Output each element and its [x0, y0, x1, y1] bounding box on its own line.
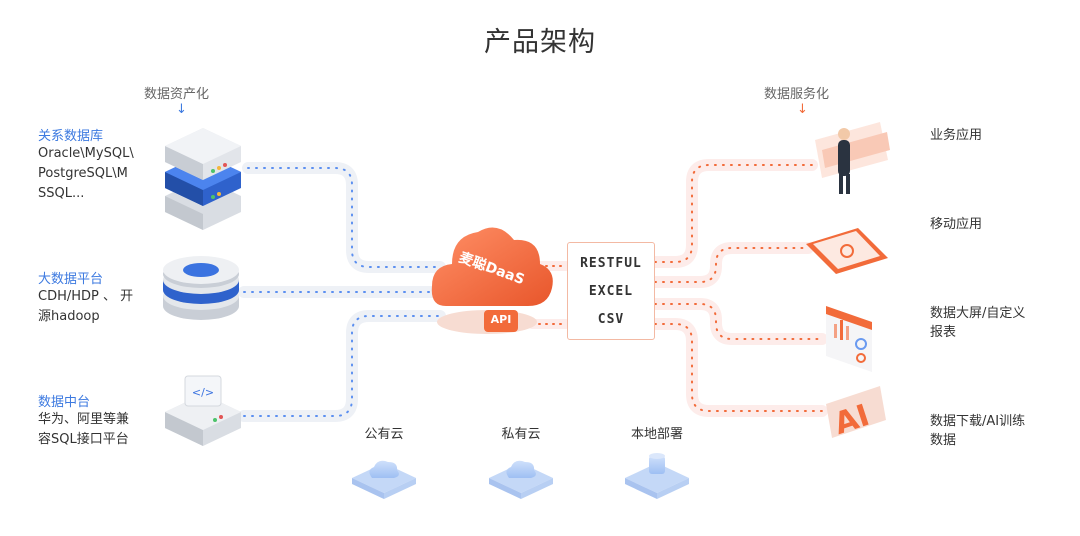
source-line: SSQL...	[38, 186, 85, 201]
source-line: Oracle\MySQL\	[38, 146, 134, 161]
big-data-disk-icon	[163, 256, 239, 320]
dashboard-report-icon	[826, 306, 872, 372]
business-app-icon	[815, 122, 890, 194]
source-line: 容SQL接口平台	[38, 432, 129, 447]
app-ai-download: 数据下载/AI训练 数据	[930, 412, 1025, 450]
app-mobile: 移动应用	[930, 215, 982, 234]
database-server-icon	[165, 128, 241, 230]
page-title: 产品架构	[484, 27, 596, 58]
left-connectors	[238, 162, 446, 422]
api-badge: API	[490, 313, 512, 326]
center-cloud-icon	[431, 227, 553, 334]
source-title: 关系数据库	[38, 129, 104, 144]
on-premise-icon	[625, 453, 689, 499]
source-line: 源hadoop	[38, 309, 100, 324]
deploy-on-premise: 本地部署	[630, 427, 683, 442]
mobile-app-icon	[806, 228, 888, 274]
app-label: 数据下载/AI训练	[930, 414, 1026, 429]
svg-text:</>: </>	[192, 386, 214, 399]
app-label: 业务应用	[930, 128, 983, 143]
data-platform-icon: </>	[165, 375, 241, 446]
left-header: 数据资产化	[144, 87, 210, 102]
deploy-public-cloud: 公有云	[364, 427, 404, 442]
output-format-box: RESTFUL EXCEL CSV	[567, 242, 655, 340]
app-dashboard: 数据大屏/自定义 报表	[930, 304, 1025, 342]
right-header: 数据服务化	[764, 87, 830, 102]
app-label: 数据	[930, 433, 957, 448]
source-data-platform: 数据中台 华为、阿里等兼 容SQL接口平台	[38, 391, 129, 450]
deploy-private-cloud: 私有云	[501, 427, 541, 442]
private-cloud-icon	[489, 460, 553, 499]
app-label: 移动应用	[930, 217, 983, 232]
ai-download-icon: AI	[826, 386, 886, 442]
app-label: 报表	[930, 325, 957, 340]
source-line: 华为、阿里等兼	[38, 412, 130, 427]
format-restful: RESTFUL	[580, 256, 642, 271]
source-big-data: 大数据平台 CDH/HDP 、 开 源hadoop	[38, 268, 133, 327]
source-line: PostgreSQL\M	[38, 166, 128, 181]
app-label: 数据大屏/自定义	[930, 306, 1026, 321]
right-connectors	[649, 159, 828, 417]
source-relational-db: 关系数据库 Oracle\MySQL\ PostgreSQL\M SSQL...	[38, 125, 134, 204]
source-line: CDH/HDP 、 开	[38, 289, 134, 304]
app-business: 业务应用	[930, 126, 982, 145]
source-title: 大数据平台	[38, 272, 104, 287]
public-cloud-icon	[352, 460, 416, 499]
format-csv: CSV	[597, 312, 625, 327]
format-excel: EXCEL	[588, 284, 634, 299]
right-arrow-icon: ↓	[797, 102, 808, 117]
source-title: 数据中台	[38, 395, 91, 410]
left-arrow-icon: ↓	[176, 102, 187, 117]
